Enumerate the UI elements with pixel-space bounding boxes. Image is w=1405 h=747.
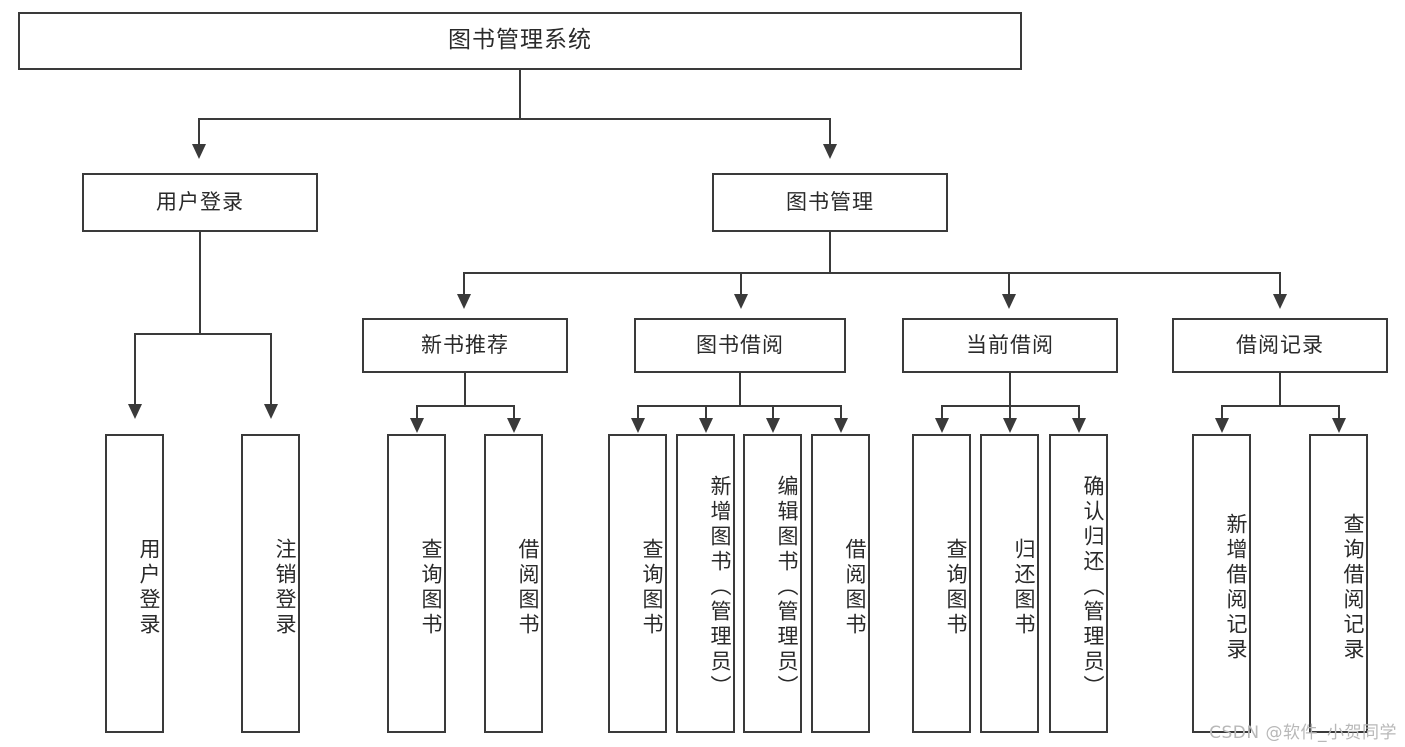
node-label: 借阅图书 (516, 537, 540, 638)
connector-nbr-stem (464, 373, 466, 405)
connector-user-login-branch-1 (134, 333, 136, 406)
node-label: 借阅图书 (843, 537, 867, 638)
connector-nbr-bus (416, 405, 514, 407)
connector-user-login-bus (134, 333, 272, 335)
connector-user-login-branch-2 (270, 333, 272, 406)
leaf-nbr-query-book[interactable]: 查询图书 (387, 434, 446, 733)
connector-book-management-bus (463, 272, 1280, 274)
arrow-nbr-leaf-2 (507, 418, 521, 433)
arrow-bb-leaf-3 (766, 418, 780, 433)
connector-br-bus (1221, 405, 1339, 407)
connector-bb-branch-4 (840, 405, 842, 420)
connector-bm-branch-4 (1279, 272, 1281, 296)
connector-br-branch-2 (1338, 405, 1340, 420)
arrow-root-to-book-management (823, 144, 837, 159)
connector-nbr-branch-2 (513, 405, 515, 420)
node-user-login[interactable]: 用户登录 (82, 173, 318, 232)
connector-user-login-stem (199, 232, 201, 333)
node-label: 图书管理 (786, 189, 874, 214)
node-label: 查询图书 (944, 537, 968, 638)
connector-bm-branch-2 (740, 272, 742, 296)
connector-root-to-book-management (829, 118, 831, 146)
arrow-cb-leaf-2 (1003, 418, 1017, 433)
node-label: 确认归还（管理员） (1081, 475, 1105, 700)
connector-cb-branch-3 (1078, 405, 1080, 420)
node-label: 编辑图书（管理员） (775, 475, 799, 700)
connector-root-stem (519, 70, 521, 118)
arrow-bb-leaf-1 (631, 418, 645, 433)
leaf-bb-edit-book-admin[interactable]: 编辑图书（管理员） (743, 434, 802, 733)
leaf-cb-query-book[interactable]: 查询图书 (912, 434, 971, 733)
node-label: 图书管理系统 (448, 27, 592, 54)
arrow-bb-leaf-2 (699, 418, 713, 433)
connector-book-management-stem (829, 232, 831, 272)
node-label: 查询借阅记录 (1341, 512, 1365, 663)
node-label: 用户登录 (137, 537, 161, 638)
node-label: 新增图书（管理员） (708, 475, 732, 700)
connector-root-bus (198, 118, 830, 120)
node-root-book-management-system[interactable]: 图书管理系统 (18, 12, 1022, 70)
connector-root-to-user-login (198, 118, 200, 146)
connector-br-branch-1 (1221, 405, 1223, 420)
leaf-user-login-logout[interactable]: 注销登录 (241, 434, 300, 733)
arrow-cb-leaf-3 (1072, 418, 1086, 433)
connector-bb-branch-3 (772, 405, 774, 420)
connector-cb-branch-1 (941, 405, 943, 420)
csdn-watermark: CSDN @软件_小贺同学 (1209, 723, 1397, 743)
connector-bb-branch-2 (705, 405, 707, 420)
leaf-bb-borrow-book[interactable]: 借阅图书 (811, 434, 870, 733)
arrow-bm-to-book-borrow (734, 294, 748, 309)
leaf-cb-confirm-return-admin[interactable]: 确认归还（管理员） (1049, 434, 1108, 733)
node-label: 新书推荐 (421, 332, 509, 357)
arrow-br-leaf-2 (1332, 418, 1346, 433)
arrow-bb-leaf-4 (834, 418, 848, 433)
node-label: 图书借阅 (696, 332, 784, 357)
node-label: 借阅记录 (1236, 332, 1324, 357)
node-book-borrow[interactable]: 图书借阅 (634, 318, 846, 373)
leaf-bb-query-book[interactable]: 查询图书 (608, 434, 667, 733)
node-label: 用户登录 (156, 189, 244, 214)
node-label: 归还图书 (1012, 537, 1036, 638)
connector-bm-branch-3 (1008, 272, 1010, 296)
connector-br-stem (1279, 373, 1281, 405)
arrow-bm-to-borrow-record (1273, 294, 1287, 309)
connector-cb-branch-2 (1009, 405, 1011, 420)
leaf-nbr-borrow-book[interactable]: 借阅图书 (484, 434, 543, 733)
leaf-user-login-login[interactable]: 用户登录 (105, 434, 164, 733)
node-label: 查询图书 (419, 537, 443, 638)
node-label: 新增借阅记录 (1224, 512, 1248, 663)
node-borrow-record[interactable]: 借阅记录 (1172, 318, 1388, 373)
node-current-borrow[interactable]: 当前借阅 (902, 318, 1118, 373)
arrow-nbr-leaf-1 (410, 418, 424, 433)
leaf-cb-return-book[interactable]: 归还图书 (980, 434, 1039, 733)
connector-bm-branch-1 (463, 272, 465, 296)
node-new-book-recommend[interactable]: 新书推荐 (362, 318, 568, 373)
connector-bb-stem (739, 373, 741, 405)
arrow-user-login-leaf-1 (128, 404, 142, 419)
leaf-bb-add-book-admin[interactable]: 新增图书（管理员） (676, 434, 735, 733)
connector-cb-stem (1009, 373, 1011, 405)
arrow-bm-to-new-book-recommend (457, 294, 471, 309)
node-label: 查询图书 (640, 537, 664, 638)
arrow-br-leaf-1 (1215, 418, 1229, 433)
connector-bb-branch-1 (637, 405, 639, 420)
node-label: 当前借阅 (966, 332, 1054, 357)
connector-nbr-branch-1 (416, 405, 418, 420)
arrow-cb-leaf-1 (935, 418, 949, 433)
node-book-management[interactable]: 图书管理 (712, 173, 948, 232)
arrow-bm-to-current-borrow (1002, 294, 1016, 309)
arrow-root-to-user-login (192, 144, 206, 159)
leaf-br-query-record[interactable]: 查询借阅记录 (1309, 434, 1368, 733)
node-label: 注销登录 (273, 537, 297, 638)
connector-bb-bus (637, 405, 841, 407)
leaf-br-add-record[interactable]: 新增借阅记录 (1192, 434, 1251, 733)
arrow-user-login-leaf-2 (264, 404, 278, 419)
